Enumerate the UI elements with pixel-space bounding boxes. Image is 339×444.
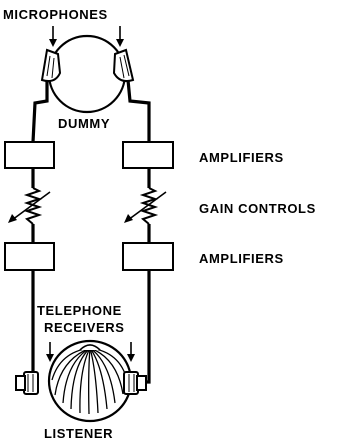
microphone-left-icon [40,48,62,83]
microphone-arrow-right [116,26,124,47]
gain-controls-label: GAIN CONTROLS [199,201,316,216]
right-channel-wire [126,79,151,384]
telephone-label: TELEPHONE [37,303,122,318]
left-channel-wire [18,80,49,384]
amplifier-right-bottom [122,242,174,271]
microphone-arrow-left [49,26,57,47]
amplifiers-bottom-label: AMPLIFIERS [199,251,284,266]
microphone-right-icon [112,48,135,83]
gain-control-right-icon [124,187,167,225]
amplifier-left-bottom [4,242,55,271]
amplifiers-top-label: AMPLIFIERS [199,150,284,165]
receiver-arrow-right [127,342,135,362]
receiver-arrow-left [46,342,54,362]
dummy-label: DUMMY [58,116,110,131]
listener-label: LISTENER [44,426,113,441]
microphones-label: MICROPHONES [3,7,108,22]
gain-control-left-icon [8,187,51,225]
telephone-receiver-left-icon [15,371,39,395]
listener-head-icon [47,339,133,423]
amplifier-left-top [4,141,55,169]
telephone-receiver-right-icon [123,371,147,395]
amplifier-right-top [122,141,174,169]
receivers-label: RECEIVERS [44,320,125,335]
